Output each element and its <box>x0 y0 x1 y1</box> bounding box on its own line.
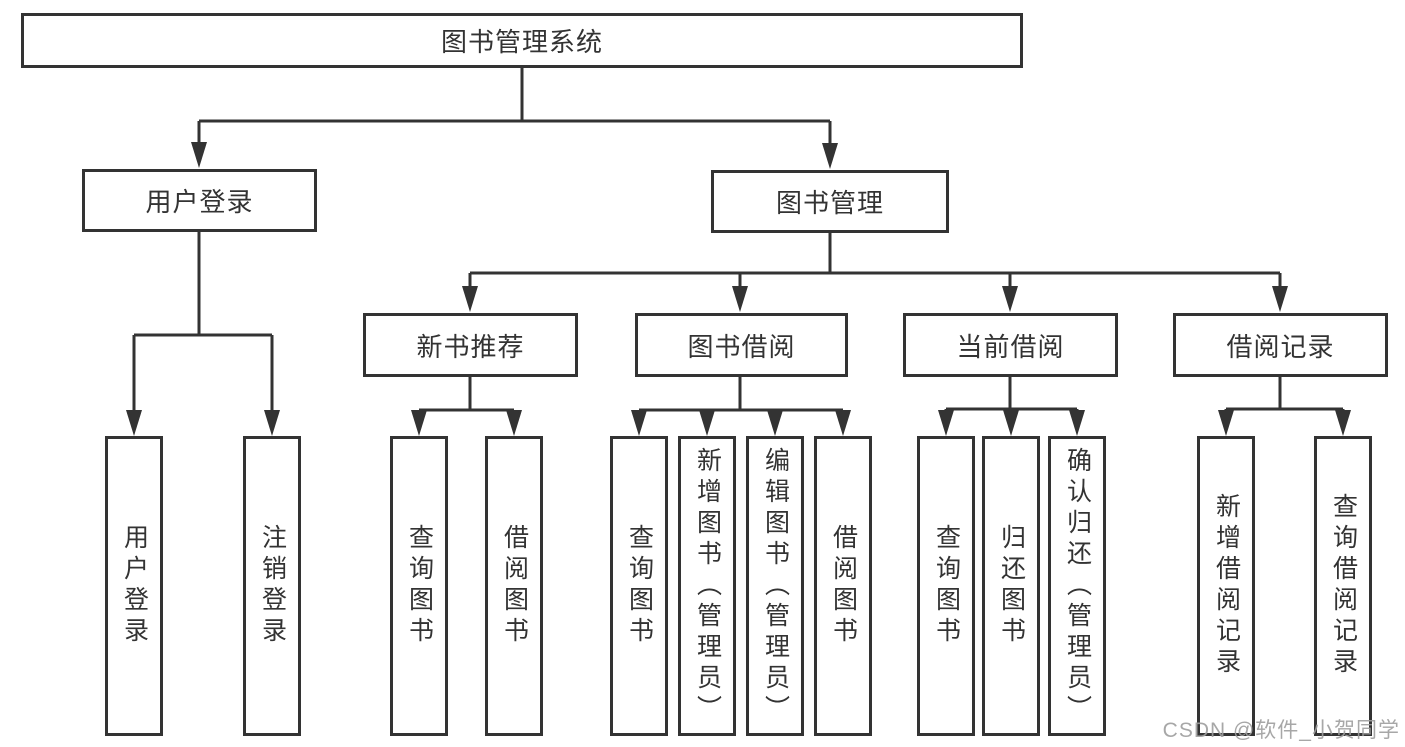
node-root-label: 图书管理系统 <box>440 27 603 57</box>
node-user-login: 用户登录 <box>82 169 317 232</box>
node-current-borrow: 当前借阅 <box>903 313 1118 377</box>
leaf-query-book-1-label: 查询图书 <box>405 524 434 648</box>
leaf-query-book-3-label: 查询图书 <box>932 524 961 648</box>
node-user-login-label: 用户登录 <box>145 187 254 217</box>
leaf-confirm-return-admin: 确认归还（管理员） <box>1048 436 1106 736</box>
leaf-query-book-3: 查询图书 <box>917 436 975 736</box>
leaf-borrow-book-1: 借阅图书 <box>485 436 543 736</box>
leaf-user-login-label: 用户登录 <box>120 524 149 648</box>
leaf-confirm-return-admin-label: 确认归还（管理员） <box>1063 446 1092 726</box>
node-borrow-record-label: 借阅记录 <box>1226 331 1335 362</box>
leaf-add-book-admin-label: 新增图书（管理员） <box>693 446 722 726</box>
leaf-query-book-2-label: 查询图书 <box>625 524 654 648</box>
leaf-add-borrow-record-label: 新增借阅记录 <box>1212 493 1241 679</box>
node-book-management: 图书管理 <box>711 170 949 233</box>
node-borrow-record: 借阅记录 <box>1173 313 1388 377</box>
leaf-query-book-2: 查询图书 <box>610 436 668 736</box>
node-root: 图书管理系统 <box>21 13 1023 68</box>
leaf-query-borrow-record: 查询借阅记录 <box>1314 436 1372 736</box>
leaf-user-login: 用户登录 <box>105 436 163 736</box>
leaf-add-borrow-record: 新增借阅记录 <box>1197 436 1255 736</box>
leaf-add-book-admin: 新增图书（管理员） <box>678 436 736 736</box>
leaf-logout-label: 注销登录 <box>258 524 287 648</box>
node-new-book-recommend: 新书推荐 <box>363 313 578 377</box>
node-new-book-recommend-label: 新书推荐 <box>416 331 525 362</box>
leaf-return-book: 归还图书 <box>982 436 1040 736</box>
leaf-borrow-book-2: 借阅图书 <box>814 436 872 736</box>
node-current-borrow-label: 当前借阅 <box>956 331 1065 362</box>
leaf-edit-book-admin-label: 编辑图书（管理员） <box>761 446 790 726</box>
leaf-borrow-book-2-label: 借阅图书 <box>829 524 858 648</box>
leaf-logout: 注销登录 <box>243 436 301 736</box>
node-book-management-label: 图书管理 <box>775 188 884 218</box>
node-book-borrow: 图书借阅 <box>635 313 848 377</box>
leaf-return-book-label: 归还图书 <box>997 524 1026 648</box>
leaf-borrow-book-1-label: 借阅图书 <box>500 524 529 648</box>
watermark-text: CSDN @软件_小贺同学 <box>1162 719 1400 742</box>
leaf-query-book-1: 查询图书 <box>390 436 448 736</box>
node-book-borrow-label: 图书借阅 <box>687 331 796 362</box>
leaf-edit-book-admin: 编辑图书（管理员） <box>746 436 804 736</box>
leaf-query-borrow-record-label: 查询借阅记录 <box>1329 493 1358 679</box>
